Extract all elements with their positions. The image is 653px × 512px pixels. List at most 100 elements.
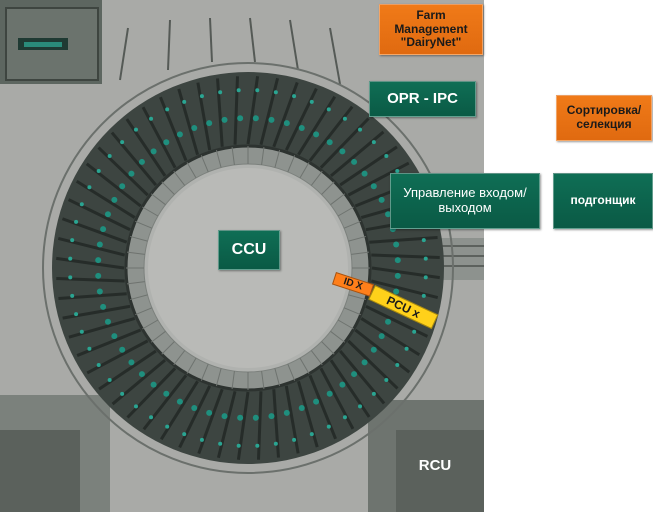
milking-unit — [358, 127, 363, 132]
deck-segment — [310, 170, 323, 186]
stall-divider — [308, 105, 354, 162]
deck-segment — [173, 170, 186, 186]
deck-segment — [287, 363, 296, 381]
stall-divider — [58, 292, 127, 300]
milking-unit — [133, 404, 138, 409]
milking-unit — [218, 90, 223, 95]
milking-unit — [236, 443, 241, 448]
milking-unit — [104, 211, 111, 218]
milking-unit — [273, 441, 278, 446]
milking-unit — [252, 115, 259, 122]
milking-unit — [182, 99, 187, 104]
stall-divider — [257, 391, 263, 460]
stall-divider — [56, 277, 125, 283]
milking-unit — [176, 398, 183, 405]
milking-unit — [326, 424, 331, 429]
deck-segment — [299, 357, 310, 374]
stall-divider — [57, 236, 126, 257]
milking-unit — [128, 170, 135, 177]
stall-divider — [354, 328, 411, 374]
deck-segment — [287, 155, 296, 173]
milking-unit — [358, 404, 363, 409]
milking-unit — [119, 183, 126, 190]
stall-divider — [197, 388, 224, 455]
stall-divider — [371, 253, 440, 259]
milking-unit — [298, 124, 305, 131]
milking-unit — [236, 88, 241, 93]
milking-unit — [378, 333, 385, 340]
stall-divider — [68, 316, 136, 339]
milking-unit — [133, 127, 138, 132]
stall-divider — [246, 76, 260, 145]
milking-unit — [421, 238, 426, 243]
milking-unit — [119, 346, 126, 353]
deck-segment — [135, 307, 153, 316]
stall-divider — [370, 279, 439, 300]
milking-unit — [237, 414, 244, 421]
milking-unit — [206, 409, 213, 416]
deck-segment — [150, 193, 166, 206]
stall-divider — [365, 304, 429, 338]
milking-unit — [283, 120, 290, 127]
stall-divider — [338, 350, 386, 405]
stall-divider — [329, 359, 371, 418]
milking-unit — [384, 153, 389, 158]
milking-unit — [298, 405, 305, 412]
deck-segment — [321, 341, 335, 355]
milking-unit — [96, 241, 103, 248]
stall-divider — [62, 304, 131, 320]
milking-unit — [163, 390, 170, 397]
deck-segment — [142, 319, 159, 330]
milking-unit — [206, 120, 213, 127]
milking-unit — [95, 272, 102, 279]
milking-unit — [385, 211, 392, 218]
milking-unit — [255, 88, 260, 93]
deck-segment — [337, 206, 354, 217]
milking-unit — [68, 275, 73, 280]
milking-unit — [96, 169, 101, 174]
stall-divider — [159, 380, 199, 441]
milking-unit — [87, 346, 92, 351]
deck-segment — [337, 319, 354, 330]
milking-unit — [150, 148, 157, 155]
entry-exit-control-box: Управление входом/выходом — [390, 173, 540, 229]
milking-unit — [339, 381, 346, 388]
milking-unit — [309, 432, 314, 437]
stall-divider — [61, 217, 128, 244]
milking-unit — [96, 362, 101, 367]
milking-unit — [393, 288, 400, 295]
stall-divider — [308, 374, 337, 440]
stall-divider — [339, 145, 398, 187]
milking-unit — [268, 116, 275, 123]
milking-unit — [138, 158, 145, 165]
stall-divider — [67, 198, 131, 232]
stall-divider — [272, 81, 299, 148]
milking-unit — [361, 170, 368, 177]
milking-unit — [393, 241, 400, 248]
milking-unit — [150, 381, 157, 388]
milking-unit — [104, 318, 111, 325]
milking-unit — [283, 409, 290, 416]
milking-unit — [412, 329, 417, 334]
milking-unit — [221, 116, 228, 123]
milking-unit — [423, 256, 428, 261]
stall-divider — [98, 349, 157, 391]
stall-divider — [319, 117, 370, 169]
deck-segment — [261, 146, 265, 165]
deck-segment — [186, 162, 197, 179]
milking-unit — [309, 99, 314, 104]
milking-unit — [100, 303, 107, 310]
stall-divider — [126, 367, 177, 419]
stall-divider — [296, 380, 319, 448]
milking-unit — [79, 202, 84, 207]
stall-divider — [284, 385, 300, 454]
deck-segment — [200, 363, 209, 381]
milking-unit — [371, 140, 376, 145]
milking-unit — [96, 288, 103, 295]
milking-unit — [385, 318, 392, 325]
milking-unit — [326, 107, 331, 112]
milking-unit — [191, 405, 198, 412]
stall-divider — [76, 328, 142, 357]
deck-segment — [173, 350, 186, 366]
milking-unit — [182, 432, 187, 437]
